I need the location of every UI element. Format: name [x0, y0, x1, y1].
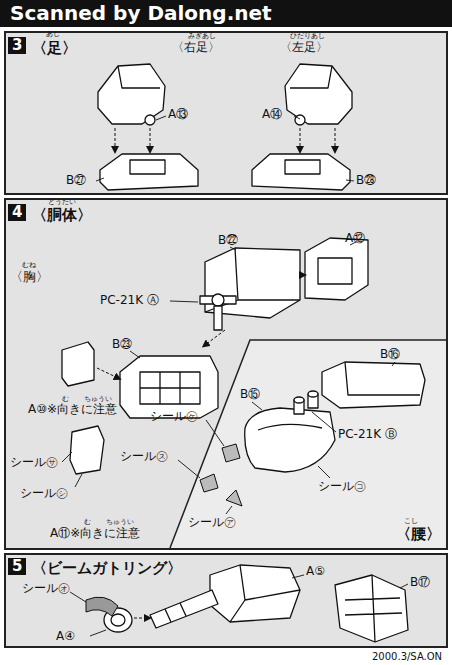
part-label: A⑤	[306, 565, 325, 579]
part-label: 2000.3/SA.ON	[372, 651, 442, 663]
part-label: シール㋜	[120, 450, 168, 464]
part-label: シール㋚	[10, 456, 58, 470]
part-label: シール㋙	[318, 480, 366, 494]
furigana: ひだりあし	[290, 32, 325, 40]
leader-lines	[96, 116, 354, 181]
part-label: A⑬	[168, 108, 188, 122]
part-label: PC-21K Ⓑ	[338, 428, 397, 442]
section-heading: 〈足〉	[32, 40, 77, 57]
part-label: B㉘	[356, 174, 376, 188]
step-panel: 3 〈足〉	[4, 31, 448, 195]
step-number: 3	[8, 37, 26, 54]
part-label: シール㋘	[150, 410, 198, 424]
part-label: 〈左足〉	[280, 41, 328, 55]
section-heading: 〈腰〉	[396, 526, 441, 543]
furigana: あし	[46, 30, 60, 38]
watermark: Scanned by Dalong.net	[10, 2, 272, 25]
part-label: B⑰	[410, 576, 430, 590]
part-label: A④	[56, 630, 75, 644]
part-label: A⑭	[262, 108, 282, 122]
part-label: B㉓	[112, 338, 132, 352]
furigana: ちゅうい	[84, 395, 112, 403]
part-label: 〈胸〉	[10, 270, 49, 285]
part-label: B㉒	[218, 234, 238, 248]
step-panel: 4 〈胴体〉〈腰〉	[4, 198, 448, 550]
furigana: ちゅうい	[106, 518, 134, 526]
part-label: A⑪※向きに注意	[50, 527, 140, 541]
part-label: シール㋔	[22, 582, 70, 596]
part-label: シール㋛	[20, 487, 68, 501]
foot-parts	[98, 64, 352, 190]
part-label: A⑩※向きに注意	[28, 403, 117, 417]
part-label: A⑫	[345, 232, 365, 246]
part-label: 〈右足〉	[172, 41, 220, 55]
furigana: む	[62, 395, 69, 403]
part-label: B⑯	[380, 348, 400, 362]
furigana: こし	[404, 517, 418, 525]
furigana: みぎあし	[188, 32, 216, 40]
furigana: む	[84, 518, 91, 526]
section-heading: 〈胴体〉	[32, 207, 92, 224]
part-label: PC-21K Ⓐ	[100, 294, 159, 308]
step-number: 5	[8, 558, 26, 575]
part-label: シール㋐	[188, 516, 236, 530]
header-bar	[0, 0, 452, 27]
section-heading: 〈ビームガトリング〉	[32, 560, 182, 577]
furigana: むね	[22, 261, 36, 269]
part-label: B㉗	[66, 174, 86, 188]
step-number: 4	[8, 204, 26, 221]
furigana: どうたい	[48, 198, 76, 206]
part-label: B⑮	[240, 388, 260, 402]
